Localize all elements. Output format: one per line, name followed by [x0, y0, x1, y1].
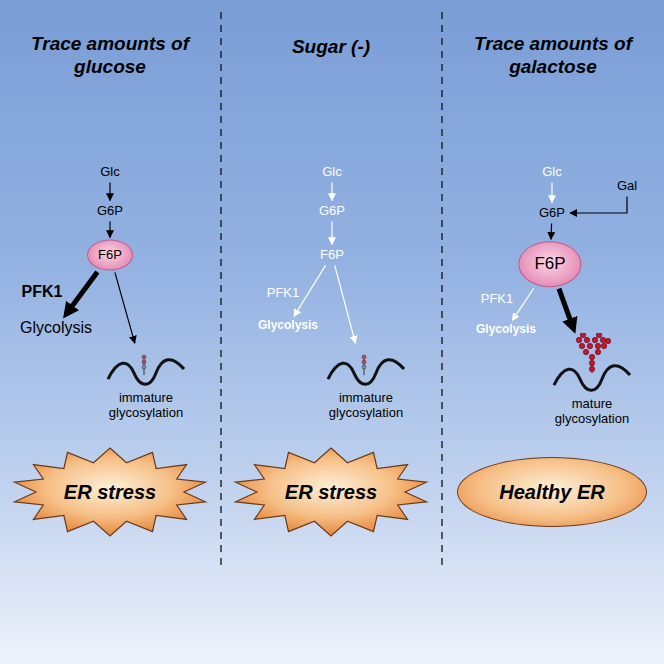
pathway-arrow [66, 272, 97, 315]
node-text: Glc [542, 165, 562, 180]
node-text: Gal [617, 179, 637, 194]
stress-starburst: ER stress [231, 446, 431, 538]
pathway-arrow [109, 182, 110, 200]
metabolite-label: G6P [536, 205, 568, 222]
pathway-arrow [115, 272, 135, 343]
metabolite-ellipse: F6P [518, 241, 581, 287]
glycan-residue [142, 365, 146, 369]
glycan-residue [362, 360, 366, 364]
status-label: Healthy ER [499, 481, 605, 504]
glycan-residue [596, 333, 601, 338]
node-text: F6P [98, 248, 122, 263]
enzyme-label: PFK1 [267, 285, 300, 300]
node-text: F6P [534, 254, 565, 274]
pathway-arrow [331, 221, 332, 244]
glycan-residue [589, 354, 594, 359]
status-label: ER stress [285, 481, 377, 504]
node-text: G6P [319, 204, 345, 219]
starburst-outline [236, 448, 427, 536]
glycan-residue [600, 337, 605, 342]
pathway-arrow [109, 221, 110, 237]
pathway-arrow [570, 196, 627, 213]
column-divider [220, 12, 221, 565]
glycan-residue [576, 337, 581, 342]
node-text: immature glycosylation [90, 391, 202, 421]
protein-chain [328, 360, 404, 385]
glycan-residue [579, 343, 584, 348]
node-text: G6P [97, 204, 123, 219]
pathway-arrow [335, 265, 356, 343]
stress-starburst: ER stress [10, 446, 210, 538]
column-heading: Trace amounts of galactose [463, 33, 643, 79]
metabolite-label: Gal [614, 178, 640, 195]
glycan-residue [589, 366, 594, 371]
glycan-residue [592, 337, 597, 342]
glycoprotein-node: mature glycosylation [536, 333, 648, 427]
node-text: mature glycosylation [536, 397, 648, 427]
metabolite-label: G6P [94, 203, 126, 220]
healthy-oval: Healthy ER [457, 457, 647, 527]
glycan-residue [605, 338, 610, 343]
glycoprotein-node: immature glycosylation [310, 345, 422, 421]
metabolite-label: Glc [319, 164, 345, 181]
glycan-residue [362, 355, 366, 359]
enzyme-label: PFK1 [481, 291, 514, 306]
node-text: Glycolysis [476, 323, 536, 337]
pathway-arrow [512, 288, 533, 320]
node-text: G6P [539, 206, 565, 221]
glycan-residue [601, 343, 606, 348]
node-text: Glc [100, 165, 120, 180]
glycoprotein-node: immature glycosylation [90, 345, 202, 421]
enzyme-label: PFK1 [22, 283, 63, 301]
glycan-residue [583, 349, 588, 354]
protein-chain [554, 366, 630, 391]
node-text: Glycolysis [20, 319, 92, 337]
glycan-residue [595, 349, 600, 354]
metabolite-label: Glc [539, 164, 565, 181]
glycan-residue [595, 343, 600, 348]
glycan-residue [589, 360, 594, 365]
metabolite-label: Glc [97, 164, 123, 181]
glycan-residue [142, 355, 146, 359]
pathway-arrow [331, 182, 332, 200]
pathway-arrow [551, 182, 552, 202]
glycan-residue [587, 343, 592, 348]
column-heading: Sugar (-) [241, 36, 421, 59]
protein-chain [108, 360, 184, 385]
pathway-arrow [559, 289, 574, 330]
glycan-residue [584, 337, 589, 342]
protein-squiggle [96, 345, 196, 389]
glycan-residue [362, 365, 366, 369]
status-label: ER stress [64, 481, 156, 504]
protein-squiggle [542, 333, 642, 395]
node-text: Glc [322, 165, 342, 180]
glycan-residue [580, 333, 585, 338]
protein-squiggle [316, 345, 416, 389]
metabolite-label: G6P [316, 203, 348, 220]
metabolite-label: Glycolysis [473, 322, 539, 338]
pathway-arrow [550, 223, 552, 239]
metabolite-label: Glycolysis [17, 318, 95, 338]
column-heading: Trace amounts of glucose [20, 33, 200, 79]
metabolite-label: Glycolysis [255, 318, 321, 334]
node-text: F6P [320, 248, 344, 263]
column-divider [441, 12, 442, 565]
metabolite-ellipse: F6P [87, 240, 133, 271]
node-text: immature glycosylation [310, 391, 422, 421]
node-text: Glycolysis [258, 319, 318, 333]
glycan-residue [142, 360, 146, 364]
starburst-outline [15, 448, 206, 536]
metabolite-label: F6P [317, 247, 347, 264]
